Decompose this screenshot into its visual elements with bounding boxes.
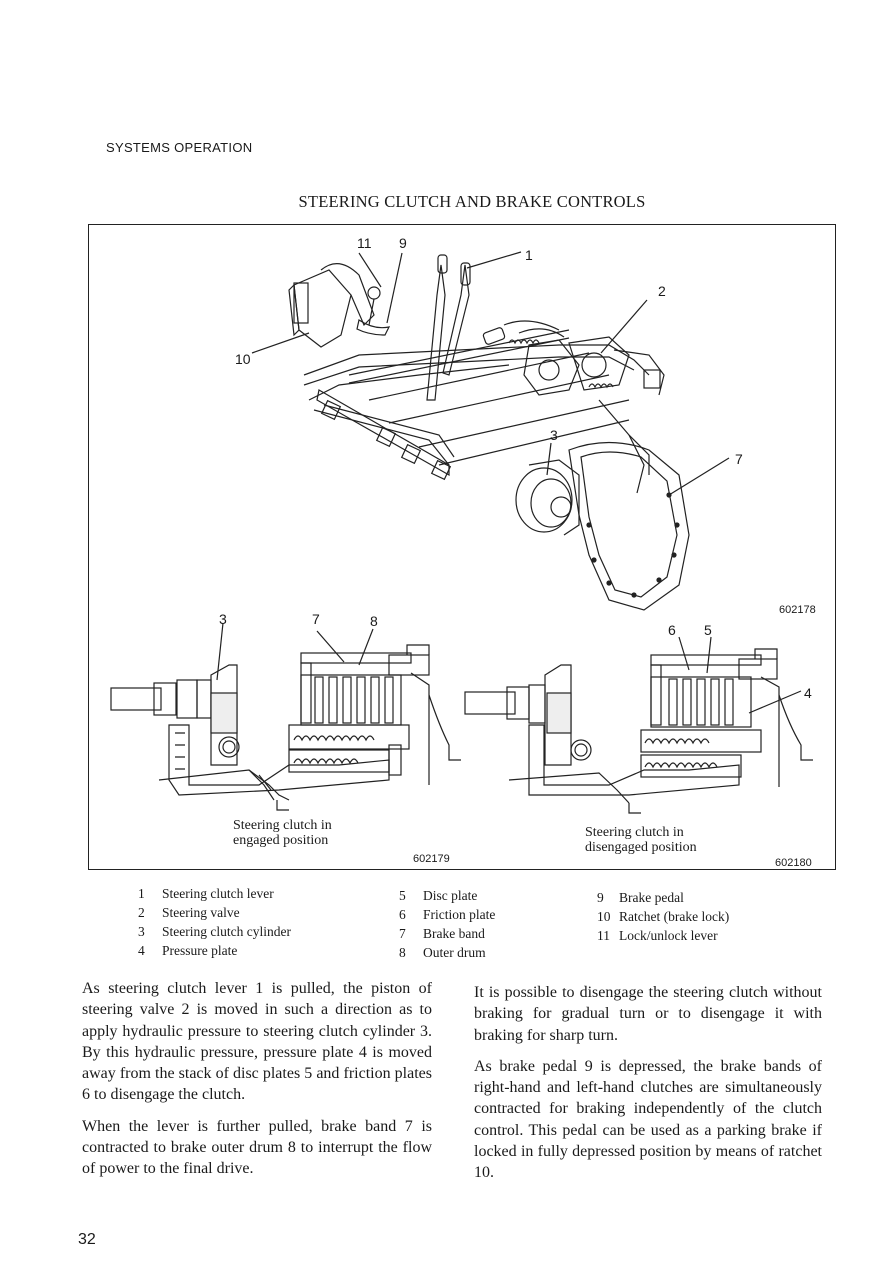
page-number: 32 bbox=[78, 1231, 96, 1248]
body-right-column: It is possible to disengage the steering… bbox=[474, 982, 822, 1194]
caption-engaged: Steering clutch in engaged position bbox=[233, 818, 332, 848]
control-linkage-assembly bbox=[251, 251, 730, 611]
mechanism-illustration bbox=[110, 251, 813, 814]
paragraph: As brake pedal 9 is depressed, the brake… bbox=[474, 1057, 822, 1182]
callout-7-left: 7 bbox=[312, 611, 320, 627]
figure-panel: 11 9 1 2 10 3 7 602178 3 7 8 Steering cl… bbox=[88, 224, 836, 870]
callout-11: 11 bbox=[357, 235, 372, 251]
section-header: SYSTEMS OPERATION bbox=[106, 140, 253, 155]
callout-10: 10 bbox=[235, 351, 251, 367]
callout-2: 2 bbox=[658, 283, 666, 299]
callout-5-right: 5 bbox=[704, 622, 712, 638]
figure-number-602178: 602178 bbox=[779, 604, 816, 616]
callout-7-top: 7 bbox=[735, 451, 743, 467]
caption-disengaged: Steering clutch in disengaged position bbox=[585, 825, 697, 855]
figure-number-602180: 602180 bbox=[775, 857, 812, 869]
callout-3-left: 3 bbox=[219, 611, 227, 627]
callout-6-right: 6 bbox=[668, 622, 676, 638]
engaged-cross-section bbox=[110, 622, 461, 811]
paragraph: It is possible to disengage the steering… bbox=[474, 984, 822, 1044]
callout-1: 1 bbox=[525, 247, 533, 263]
callout-3-top: 3 bbox=[550, 427, 558, 443]
paragraph: As steering clutch lever 1 is pulled, th… bbox=[82, 980, 432, 1104]
callout-8-left: 8 bbox=[370, 613, 378, 629]
figure-number-602179: 602179 bbox=[413, 853, 450, 865]
callout-4-right: 4 bbox=[804, 685, 812, 701]
page-title: STEERING CLUTCH AND BRAKE CONTROLS bbox=[298, 192, 646, 211]
body-left-column: As steering clutch lever 1 is pulled, th… bbox=[82, 978, 432, 1190]
paragraph: When the lever is further pulled, brake … bbox=[82, 1117, 432, 1178]
callout-9: 9 bbox=[399, 235, 407, 251]
disengaged-cross-section bbox=[464, 636, 813, 814]
